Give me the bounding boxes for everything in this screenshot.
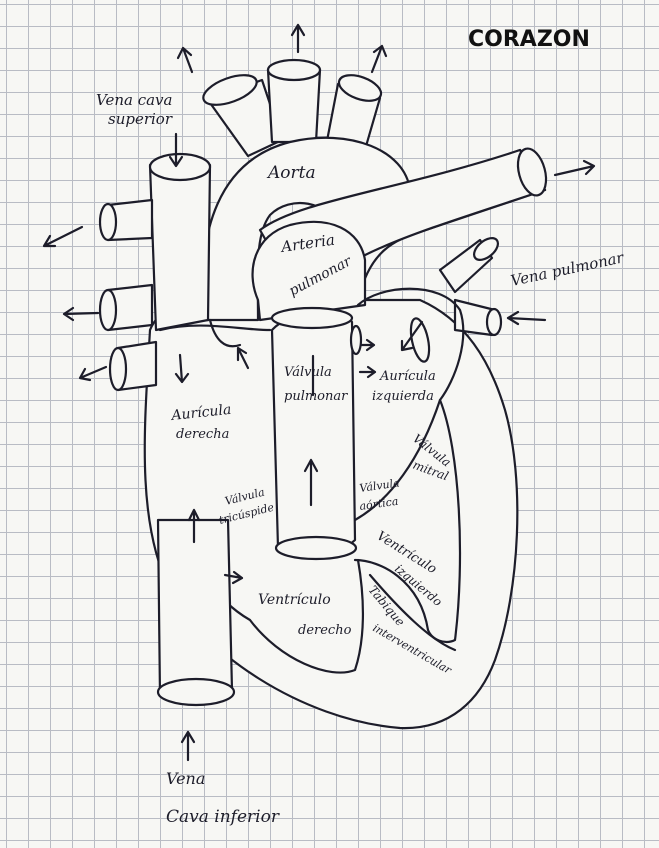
- label-vena-cava-superior-2: superior: [108, 110, 173, 128]
- pulmonary-valve-tube: [270, 310, 357, 556]
- pulmonary-trunk: [251, 220, 367, 322]
- flow-arrows: [42, 23, 596, 762]
- arrow-right-pulmonary: [553, 159, 596, 177]
- label-vena-cava-inferior-1: Vena: [166, 769, 205, 788]
- arrow-left-1: [42, 225, 84, 248]
- label-vena-cava-superior-1: Vena cava: [96, 91, 172, 109]
- right-atrium: [158, 318, 272, 348]
- left-pulmonary-veins: [438, 237, 503, 337]
- arrow-inferior: [180, 730, 196, 762]
- arrow-atrium-izq: [360, 338, 376, 352]
- aortic-valve-shape: [349, 324, 363, 356]
- subclavian-opening: [337, 74, 383, 102]
- inferior-vena-cava-opening: [156, 677, 236, 707]
- left-atrium-vein-opening: [409, 317, 431, 363]
- arrow-superior-3: [370, 44, 388, 74]
- arrow-superior-1: [176, 46, 194, 74]
- septum-line: [368, 573, 457, 652]
- arrow-left-2: [62, 306, 100, 322]
- label-ventriculo-derecho-1: Ventrículo: [258, 592, 331, 608]
- label-auricula-derecha-1: Aurícula: [169, 402, 232, 424]
- label-vena-pulmonar: Vena pulmonar: [509, 248, 626, 290]
- label-vena-cava-inferior-2: Cava inferior: [166, 807, 280, 827]
- brachiocephalic-opening: [202, 74, 258, 106]
- label-valvula-aortica-1: Válvula: [359, 476, 401, 494]
- label-auricula-izquierda-2: izquierda: [372, 389, 434, 404]
- inferior-vena-cava: [156, 518, 234, 698]
- label-auricula-derecha-2: derecha: [176, 427, 229, 442]
- label-valvula-aortica-2: aórtica: [359, 495, 400, 513]
- label-valvula-pulmonar-2: pulmonar: [284, 389, 348, 404]
- label-auricula-izquierda-1: Aurícula: [379, 369, 436, 384]
- pulmonary-artery-opening: [516, 147, 548, 197]
- pulmonary-valve-bottom: [274, 535, 358, 561]
- arrow-tricuspid-up: [187, 508, 201, 544]
- superior-vena-cava-opening: [148, 152, 212, 182]
- arrow-vena-pulmonar: [506, 310, 547, 326]
- arrow-atrium-izq-2: [358, 365, 377, 379]
- title-text: CORAZON: [468, 27, 590, 52]
- left-atrium: [356, 287, 465, 402]
- arrow-right-atrium: [174, 353, 190, 384]
- arrow-pulmonary-atrium: [236, 346, 250, 370]
- arrow-superior-2: [290, 23, 306, 54]
- arrow-vein-down: [400, 320, 424, 352]
- label-aorta: Aorta: [266, 163, 316, 183]
- superior-vena-cava: [148, 163, 212, 332]
- right-pulmonary-veins: [98, 198, 158, 392]
- label-ventriculo-derecho-2: derecho: [298, 623, 352, 638]
- arrow-vena-cava: [168, 132, 184, 168]
- arrow-pulmonary-up: [303, 458, 319, 507]
- arrow-left-3: [78, 365, 108, 382]
- left-ventricle-wall: [353, 398, 462, 644]
- arrow-tricuspid-right: [223, 570, 244, 585]
- carotid-opening: [266, 58, 322, 82]
- pulmonary-valve-top: [270, 306, 354, 330]
- label-valvula-pulmonar-1: Válvula: [284, 365, 332, 380]
